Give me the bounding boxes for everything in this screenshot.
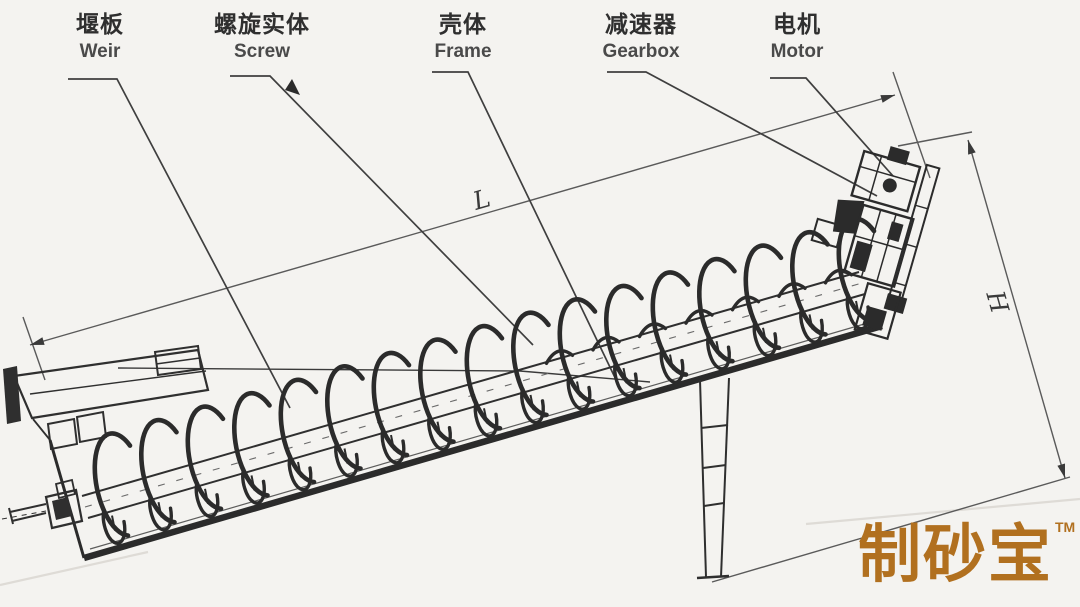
- shaft-coupling: [810, 217, 845, 249]
- dimension-height-label: H: [980, 286, 1014, 317]
- dimension-height: [711, 131, 1071, 583]
- trough-bottom-edge: [83, 322, 883, 562]
- label-weir-zh: 堰板: [76, 12, 124, 38]
- label-weir-en: Weir: [79, 40, 121, 62]
- screw-leader-line: [230, 75, 534, 346]
- weir-flange: [3, 366, 21, 424]
- drive-frame-plate: [883, 163, 941, 315]
- motor-leader-line: [770, 77, 894, 177]
- dimension-height-arrows: [968, 140, 1065, 478]
- label-screw-zh: 螺旋实体: [214, 12, 310, 38]
- label-gearbox: 减速器 Gearbox: [585, 12, 697, 62]
- gearbox-body: [842, 203, 915, 289]
- support-leg: [696, 377, 730, 580]
- left-shaft-bearing: [1, 478, 84, 530]
- label-gearbox-en: Gearbox: [602, 40, 680, 62]
- trademark-mark: TM: [1055, 519, 1076, 535]
- label-screw: 螺旋实体 Screw: [206, 12, 318, 62]
- screw-leader-arrow: [285, 79, 300, 95]
- label-screw-en: Screw: [234, 40, 290, 62]
- label-gearbox-zh: 减速器: [605, 12, 677, 38]
- label-motor-en: Motor: [770, 40, 824, 62]
- motor-body: [850, 146, 922, 213]
- gearbox-leader-line: [607, 71, 878, 197]
- leader-lines: [68, 71, 894, 409]
- dimension-length-label: L: [469, 183, 494, 216]
- label-weir: 堰板 Weir: [55, 12, 145, 62]
- trough-back-edge: [117, 367, 651, 383]
- label-motor: 电机 Motor: [742, 12, 852, 62]
- drive-unit: [810, 146, 941, 341]
- label-frame-zh: 壳体: [439, 12, 487, 38]
- lower-drive-block: [853, 281, 903, 341]
- photo-scratches: [0, 497, 1080, 587]
- label-frame: 壳体 Frame: [408, 12, 518, 62]
- spiral-flights: [95, 219, 874, 543]
- weir-leader-line: [68, 78, 291, 409]
- feed-chute: [153, 344, 203, 377]
- label-frame-en: Frame: [434, 40, 492, 62]
- frame-leader-line: [432, 71, 621, 389]
- dimension-length: [22, 71, 931, 381]
- brand-logo-text: 制砂宝: [858, 518, 1053, 591]
- dimension-length-arrows: [30, 95, 895, 345]
- label-motor-zh: 电机: [773, 12, 821, 38]
